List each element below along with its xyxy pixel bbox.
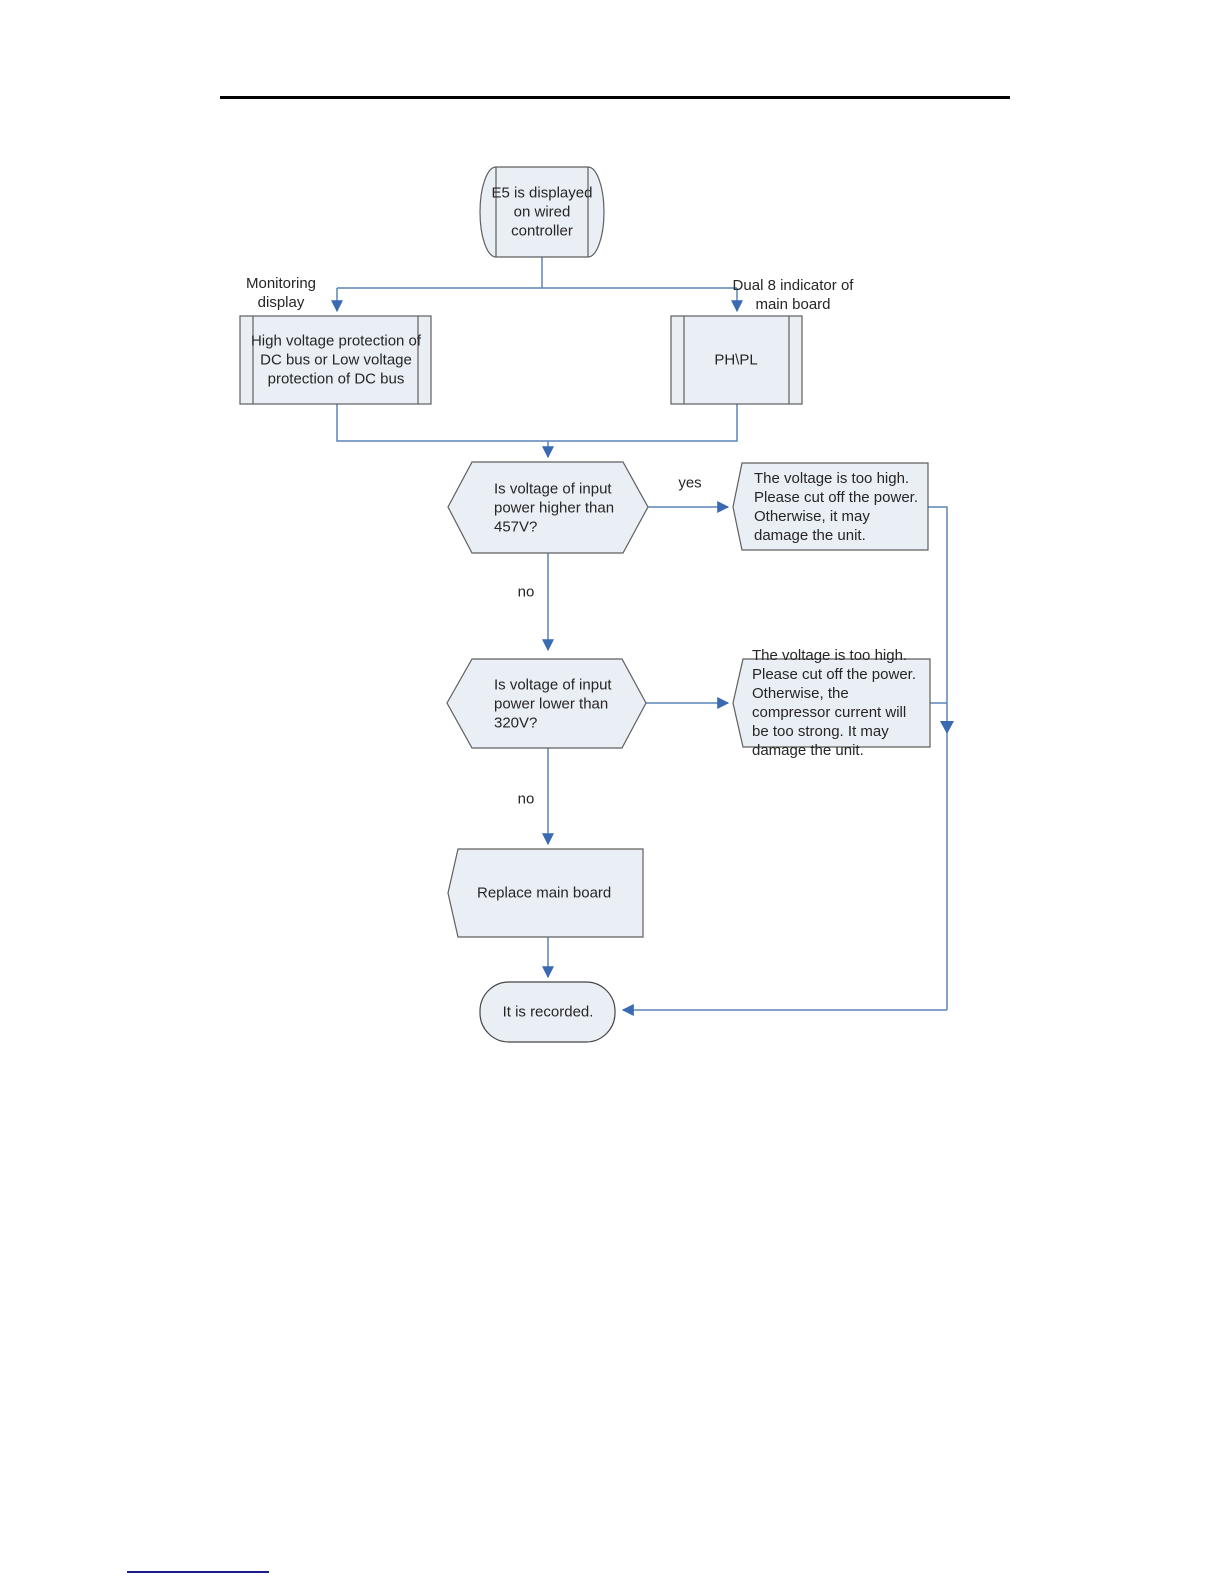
monitoring-box-shape [239,315,432,405]
page-top-rule [220,96,1010,99]
flow-connectors [336,257,948,1010]
yes-label: yes [678,474,702,492]
decision-457-text: Is voltage of input power higher than 45… [494,480,615,536]
replace-node-text: Replace main board [477,884,612,902]
monitoring-display-label: Monitoring display [245,275,317,311]
indicator-box-shape [670,315,803,405]
down-arrowhead-icon [940,721,954,734]
connector-merge-boxes [336,404,738,442]
no-label-2: no [517,790,535,808]
monitoring-box-text: High voltage protection of DC bus or Low… [250,332,422,388]
note-low-text: The voltage is too high. Please cut off … [752,647,916,759]
flow-shapes [239,166,931,1043]
indicator-box-text: PH\PL [714,351,758,369]
replace-shape [447,848,644,938]
flow-arrows [331,288,947,1016]
footnote-separator-line [127,1571,269,1573]
connector-right-rail [928,506,948,1010]
end-shape [479,981,616,1043]
note-high-text: The voltage is too high. Please cut off … [754,470,918,544]
no-label-1: no [517,583,535,601]
note-low-shape [732,658,931,748]
decision-320-shape [446,658,647,749]
note-high-shape [732,462,929,551]
end-node-text: It is recorded. [502,1003,594,1021]
decision-457-shape [447,461,649,554]
decision-320-text: Is voltage of input power lower than 320… [494,676,612,732]
start-node-text: E5 is displayed on wired controller [491,184,593,240]
indicator-label: Dual 8 indicator of main board [732,277,854,313]
